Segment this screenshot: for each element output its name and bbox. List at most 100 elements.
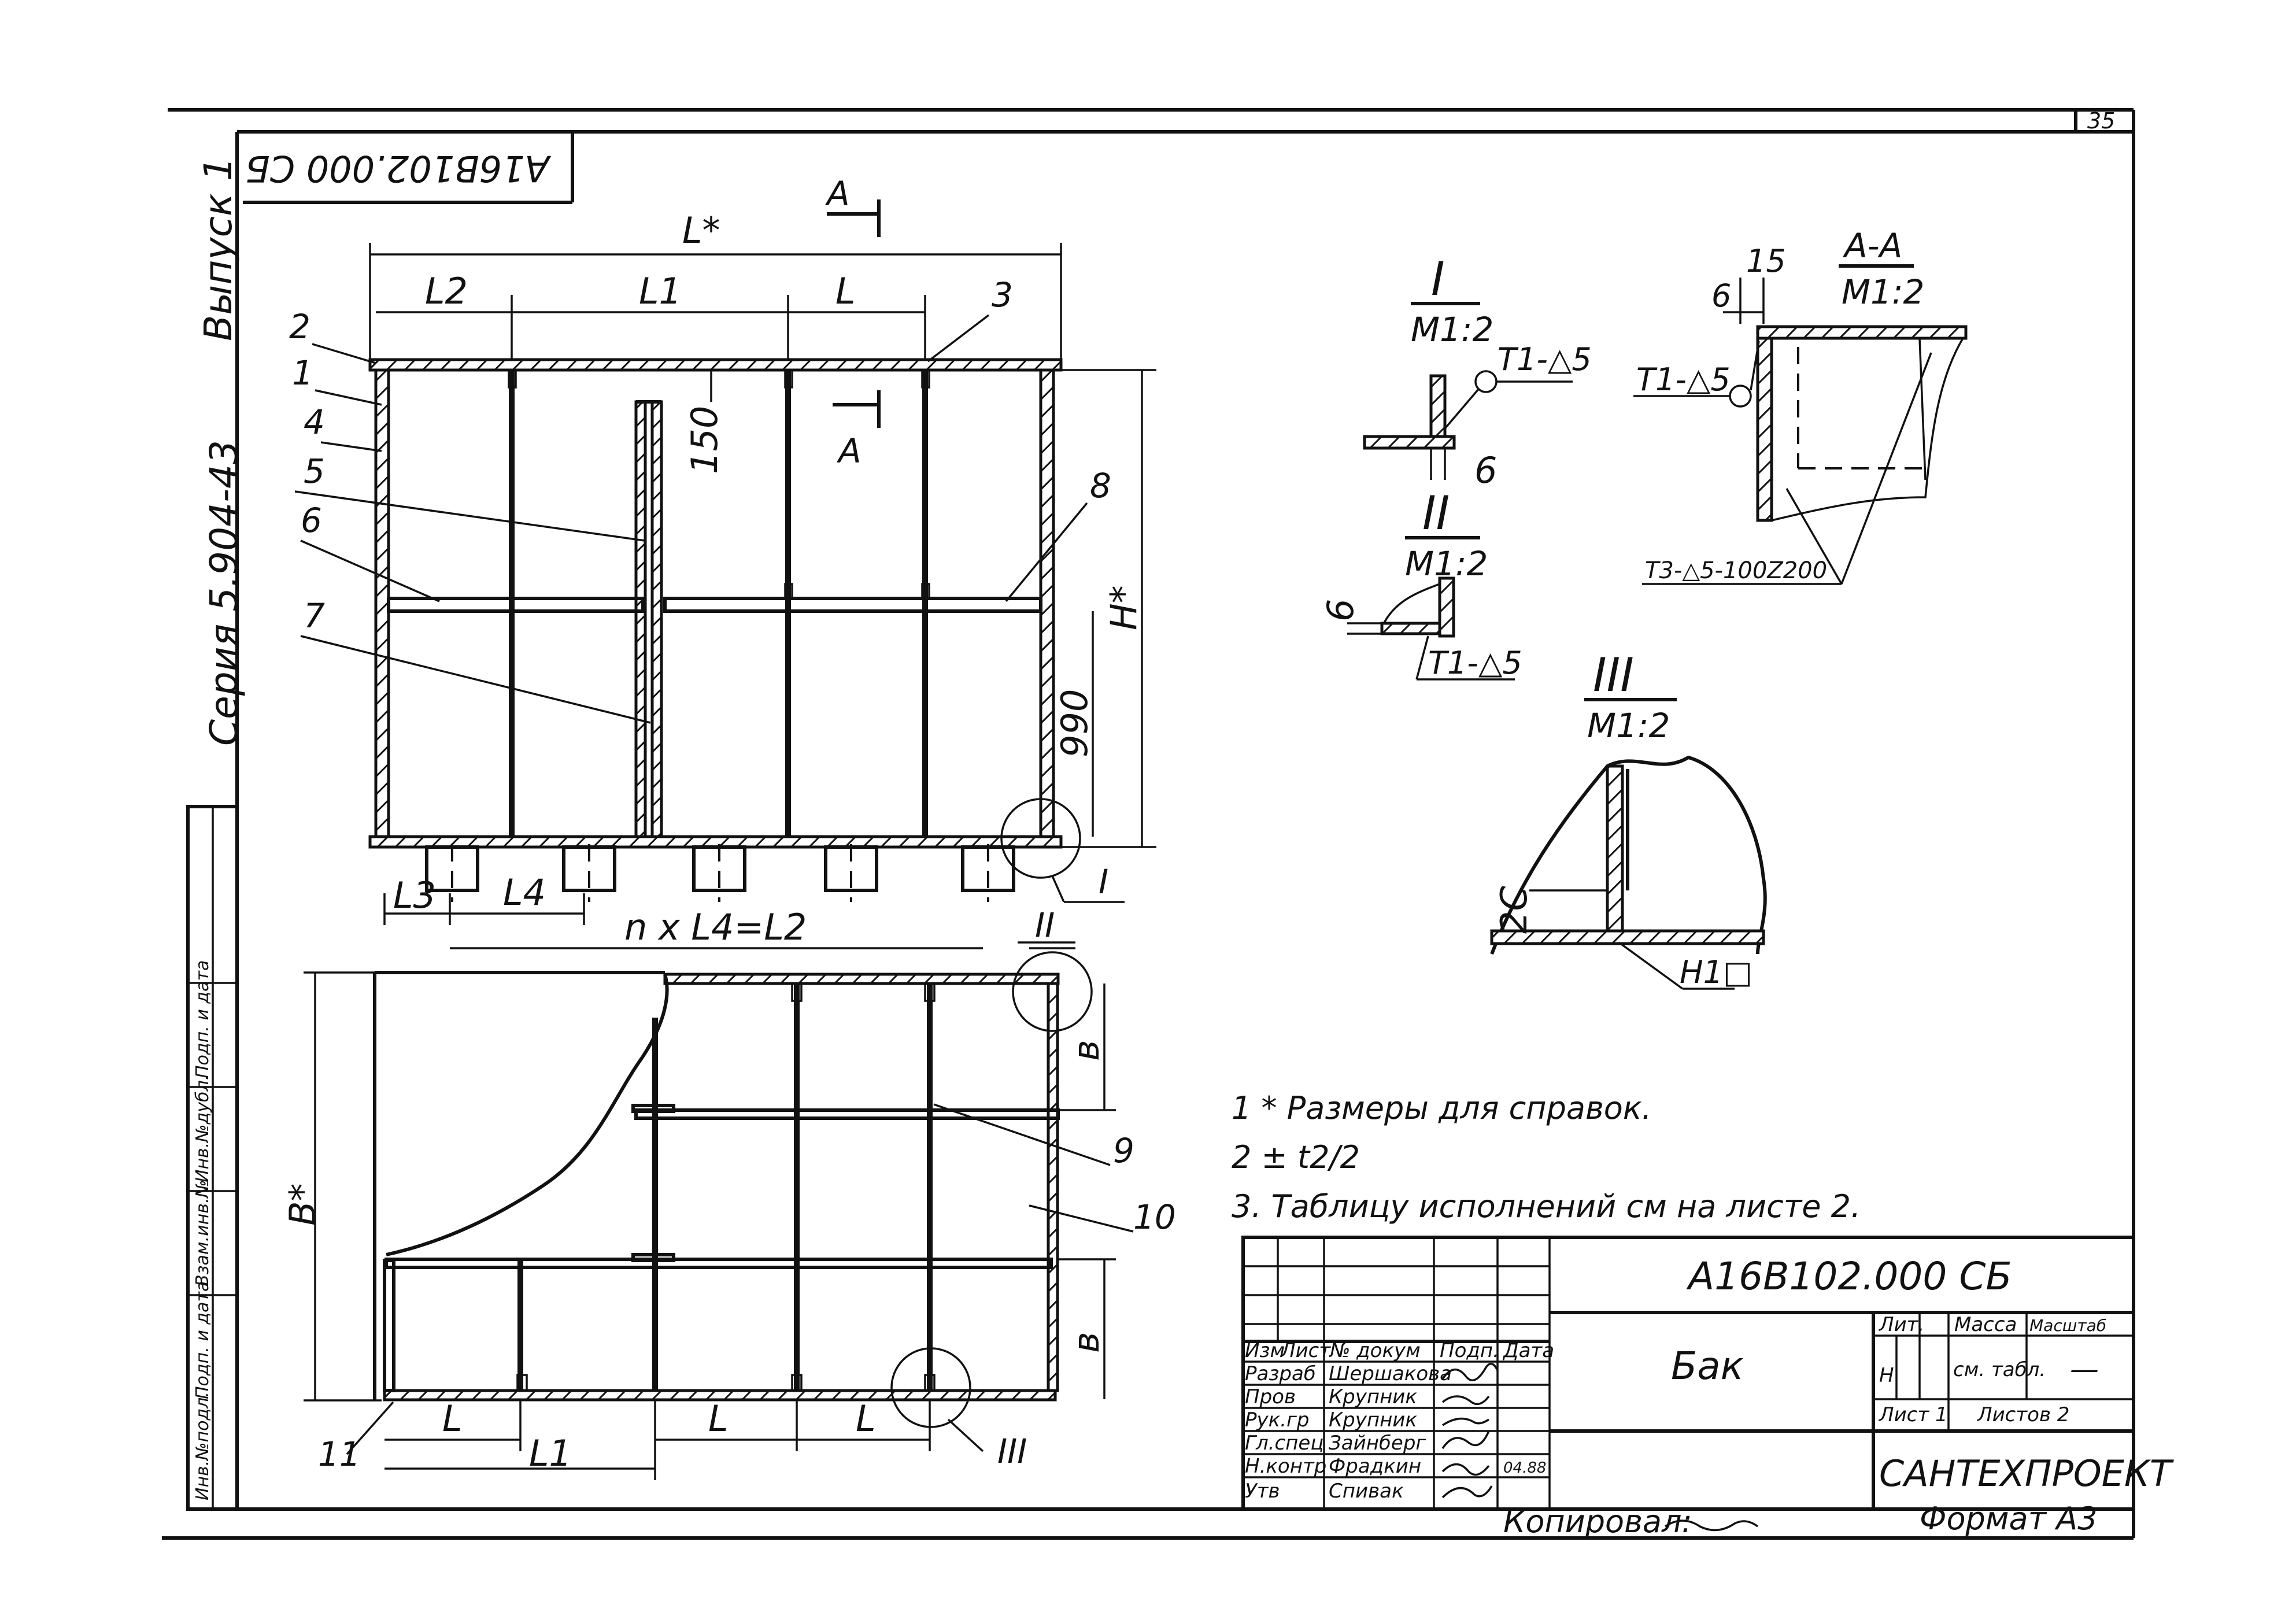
pos-11: 11 (318, 1434, 361, 1474)
left-strip: Инв.№подл. Подп. и дата Взам.инв.№ Инв.№… (186, 805, 239, 1511)
tb-doc-code: А16В102.000 СБ (1686, 1254, 2012, 1299)
dim-l-3: L (856, 1397, 876, 1440)
tb-name: Бак (1671, 1344, 1744, 1388)
pos-8: 8 (1090, 466, 1111, 505)
pos-2: 2 (289, 307, 310, 346)
section-A-top: A (825, 174, 850, 213)
dim-B-star: B* (282, 1183, 324, 1226)
notes: 1 * Размеры для справок. 2 ± t2/2 3. Таб… (1232, 1090, 1861, 1225)
tb-role-1: Разраб (1245, 1362, 1316, 1385)
tb-header-sign: Подп. (1440, 1339, 1499, 1362)
sheet-number: 35 (2087, 108, 2115, 134)
dim-n-L4: n x L4=L2 (624, 906, 807, 948)
dim-L1: L1 (639, 270, 682, 312)
pos-5: 5 (304, 452, 325, 491)
callout-I: I (1099, 862, 1108, 901)
detail-I-scale: М1:2 (1411, 310, 1493, 349)
detail-II-weld: Т1-△5 (1428, 645, 1522, 681)
tb-sheets-label: Листов 2 (1976, 1403, 2069, 1426)
tb-header-list: Лист (1280, 1339, 1331, 1362)
tb-name-3: Крупник (1329, 1408, 1417, 1432)
tb-scale-value: — (2070, 1352, 2099, 1386)
dim-l: L (835, 270, 856, 312)
tb-mass-value: см. табл. (1953, 1358, 2046, 1381)
section-A-mid: A (836, 431, 862, 471)
strip-label-2: Подп. и дата (193, 1281, 213, 1399)
detail-I: I М1:2 6 Т1-△5 (1363, 252, 1592, 491)
pos-3: 3 (992, 275, 1013, 315)
section-AA-weld-T3: Т3-△5-100Z200 (1645, 557, 1827, 584)
section-AA-scale: М1:2 (1842, 272, 1924, 312)
tb-sheet-label: Лист 1 (1878, 1403, 1948, 1426)
side-title-series: Серия 5.904-43 (202, 440, 246, 746)
note-2: 2 ± t2/2 (1232, 1139, 1360, 1175)
pos-4: 4 (304, 402, 325, 442)
detail-I-dim: 6 (1474, 449, 1497, 491)
tank-elevation-view: I II L* L2 L1 L A A 150 990 H* (289, 174, 1156, 949)
sheet-frame: 35 (162, 108, 2135, 1540)
dim-L1-bottom: L1 (529, 1432, 572, 1474)
pos-6: 6 (301, 501, 322, 540)
detail-III-title: III (1593, 648, 1634, 702)
tb-name-1: Шершакова (1329, 1362, 1452, 1385)
tb-role-2: Пров (1245, 1385, 1296, 1408)
pos-1: 1 (292, 353, 313, 393)
tb-name-6: Спивак (1329, 1480, 1404, 1503)
pos-7: 7 (304, 596, 325, 635)
tb-mass-label: Масса (1954, 1313, 2017, 1336)
side-title-issue: Выпуск 1 (196, 157, 241, 341)
detail-III-scale: М1:2 (1587, 706, 1670, 745)
format-label: Формат А3 (1920, 1500, 2098, 1537)
strip-label-5: Подп. и дата (193, 960, 213, 1078)
strip-label-4: Инв.№дубл. (193, 1075, 213, 1182)
pos-9: 9 (1113, 1131, 1134, 1170)
tank-plan-view: III B* в в L L1 L L 9 10 11 (282, 951, 1176, 1480)
copied-by: Копировал: (1503, 1503, 1692, 1540)
dim-l-1: L (442, 1397, 463, 1440)
title-block: Изм Лист № докум Подп. Дата Разраб Шерша… (1241, 1236, 2174, 1511)
tb-role-4: Гл.спец (1245, 1432, 1323, 1455)
detail-II-dim: 6 (1319, 599, 1362, 622)
section-AA-dim-15: 15 (1746, 243, 1786, 279)
dim-L3: L3 (393, 874, 436, 916)
tb-name-5: Фрадкин (1329, 1455, 1421, 1478)
tb-role-6: Утв (1245, 1480, 1280, 1503)
dim-b-top: в (1065, 1040, 1107, 1061)
detail-II: II М1:2 6 Т1-△5 (1319, 486, 1522, 681)
tb-role-3: Рук.гр (1245, 1408, 1309, 1432)
tb-name-4: Зайнберг (1329, 1432, 1426, 1455)
tb-header-doc: № докум (1329, 1339, 1421, 1362)
dim-L2: L2 (425, 270, 468, 312)
section-AA-weld-T1: Т1-△5 (1636, 361, 1731, 398)
section-AA-title: А-А (1842, 226, 1902, 265)
detail-III: III М1:2 2С Н1□ (1490, 648, 1767, 990)
tb-header-izm: Изм (1245, 1339, 1285, 1362)
dim-H-star: H* (1103, 585, 1145, 630)
dim-L4: L4 (503, 871, 546, 914)
strip-label-1: Инв.№подл. (193, 1392, 213, 1500)
tb-date-small: 04.88 (1503, 1459, 1546, 1477)
strip-label-3: Взам.инв.№ (193, 1180, 213, 1286)
tb-name-2: Крупник (1329, 1385, 1417, 1408)
section-AA-dim-6: 6 (1711, 278, 1731, 314)
tb-lit-label: Лит. (1878, 1313, 1924, 1336)
detail-I-title: I (1431, 252, 1445, 306)
callout-II: II (1035, 905, 1055, 945)
note-3: 3. Таблицу исполнений см на листе 2. (1232, 1188, 1861, 1225)
note-1: 1 * Размеры для справок. (1232, 1090, 1652, 1126)
detail-I-weld: Т1-△5 (1498, 341, 1592, 378)
section-A-A: А-А М1:2 15 6 Т1-△5 Т3-△5-100Z200 (1633, 226, 1968, 585)
tb-scale-label: Масштаб (2029, 1316, 2106, 1335)
detail-III-weld: Н1□ (1680, 954, 1752, 990)
detail-II-title: II (1422, 486, 1450, 540)
pos-10: 10 (1133, 1197, 1176, 1237)
mirrored-stamp: A16B102.000 СБ (243, 132, 574, 204)
dim-990: 990 (1053, 689, 1096, 757)
tb-org: САНТЕХПРОЕКТ (1879, 1452, 2174, 1495)
dim-150: 150 (683, 406, 726, 474)
callout-III: III (997, 1432, 1027, 1471)
detail-III-dim: 2С (1493, 886, 1535, 934)
dim-b-bottom: в (1065, 1332, 1107, 1353)
dim-l-2: L (708, 1397, 729, 1440)
